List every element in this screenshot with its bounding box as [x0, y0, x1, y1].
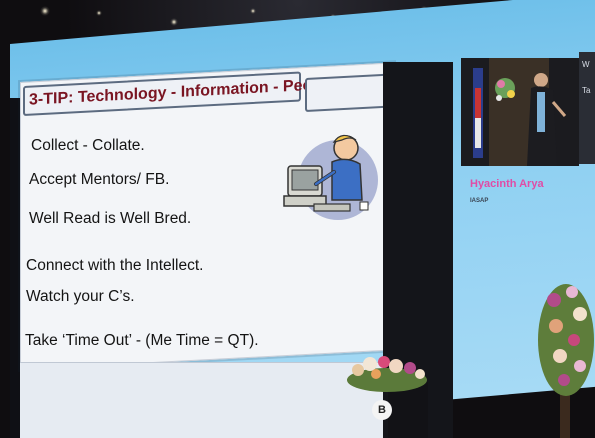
slide-bullet: Watch your C’s. [26, 288, 135, 305]
podium-flowers [347, 356, 427, 392]
speaker-video [461, 58, 579, 166]
podium-logo: B [372, 400, 392, 420]
slide-bullet: Accept Mentors/ FB. [29, 171, 170, 188]
slide-bullet: Connect with the Intellect. [26, 257, 204, 274]
slide-title-box-empty [305, 73, 395, 112]
slide-bullet: Collect - Collate. [31, 137, 145, 154]
slide-bullet: Well Read is Well Bred. [29, 210, 192, 227]
speaker-org: IASAP [470, 198, 489, 204]
stage-flowers [538, 284, 594, 438]
ceiling-light [40, 6, 50, 16]
person-at-computer-icon [283, 134, 378, 220]
ceiling-light [250, 8, 256, 14]
video-side-text: W [582, 60, 590, 69]
ceiling-light [96, 10, 102, 16]
video-side-text: Ta [582, 86, 591, 95]
slide-bottom-strip [20, 362, 392, 438]
slide-bullet: Take ‘Time Out’ - (Me Time = QT). [25, 332, 259, 349]
speaker-video-scene [461, 58, 579, 166]
video-side-panel: W Ta [579, 52, 595, 164]
ceiling-light [170, 18, 178, 26]
speaker-name: Hyacinth Arya [470, 178, 544, 190]
